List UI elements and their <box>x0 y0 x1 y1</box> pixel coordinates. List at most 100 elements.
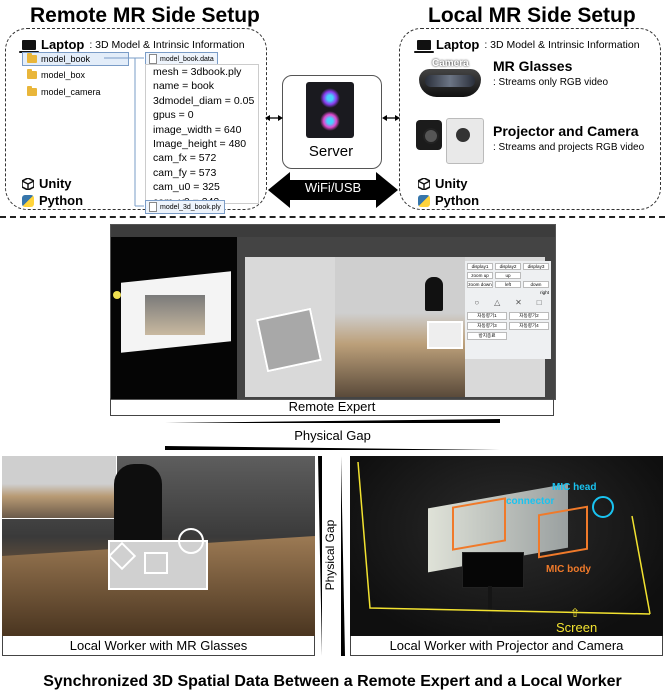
param-line: cam_fy = 573 <box>153 166 217 179</box>
python-icon <box>418 194 430 207</box>
param-box <box>145 64 259 204</box>
square-icon[interactable]: □ <box>536 298 542 307</box>
mic-body-label: MIC body <box>546 564 591 575</box>
mr-glasses-image <box>415 55 485 105</box>
ctrl-button[interactable]: display3 <box>523 263 549 270</box>
book-object <box>427 321 463 349</box>
local-laptop-label: Laptop <box>436 37 480 52</box>
ctrl-label[interactable]: 자동향기4 <box>509 322 549 330</box>
ctrl-button[interactable]: left <box>495 281 521 288</box>
param-line: gpus = 0 <box>153 109 194 122</box>
ctrl-label[interactable]: 자동향기2 <box>509 312 549 320</box>
mic-head-label: MIC head <box>552 482 597 493</box>
control-panel: display1 display2 display3 zoom up up . … <box>465 261 551 359</box>
gap-bar-top <box>165 419 500 423</box>
python-line: Python <box>418 193 479 208</box>
physical-gap-horizontal: Physical Gap <box>294 428 371 443</box>
ctrl-button[interactable]: display2 <box>495 263 521 270</box>
section-divider <box>0 216 665 218</box>
sun-icon <box>113 291 121 299</box>
connector-label: connector <box>506 496 555 507</box>
game-view: display1 display2 display3 zoom up up . … <box>237 237 555 399</box>
remote-expert-caption: Remote Expert <box>110 398 554 416</box>
folder-connector-lines <box>104 57 144 207</box>
remote-laptop-label: Laptop <box>41 37 85 52</box>
projector-desc: : Streams and projects RGB video <box>493 142 645 153</box>
arrow-up-icon: ⇧ <box>570 606 581 620</box>
screen-label: Screen <box>556 620 598 635</box>
folder-name: model_box <box>41 70 86 80</box>
square-marker <box>144 552 168 574</box>
screen-outline <box>357 461 651 615</box>
folder-item[interactable]: model_camera <box>27 86 101 97</box>
person-figure <box>425 277 443 311</box>
ctrl-button[interactable]: zoom down <box>467 281 493 288</box>
file-tag-data[interactable]: model_book.data <box>145 52 218 66</box>
ctrl-button[interactable]: down <box>523 281 549 288</box>
local-setup-title: Local MR Side Setup <box>428 4 636 27</box>
gap-bar-bottom <box>165 446 500 450</box>
folder-icon <box>27 53 37 63</box>
param-line: image_width = 640 <box>153 123 242 136</box>
param-line: name = book <box>153 80 215 93</box>
ctrl-button[interactable]: right <box>540 290 549 295</box>
laptop-icon <box>414 39 434 53</box>
fan-icon <box>320 88 340 108</box>
python-line: Python <box>22 193 83 208</box>
param-line: 3dmodel_diam = 0.05 <box>153 94 255 107</box>
file-name: model_book.data <box>160 55 214 63</box>
gap-vbar-left <box>318 456 322 656</box>
local-setup-panel <box>399 28 661 210</box>
server-side-arrows <box>265 115 400 121</box>
unity-icon <box>418 177 430 190</box>
param-line: Image_height = 480 <box>153 138 247 151</box>
folder-item[interactable]: model_book <box>22 52 130 66</box>
triangle-icon[interactable]: △ <box>494 298 501 307</box>
remote-laptop-line: Laptop : 3D Model & Intrinsic Informatio… <box>19 37 245 53</box>
folder-item[interactable]: model_box <box>27 69 86 80</box>
folder-name: model_camera <box>41 87 101 97</box>
local-laptop-desc: : 3D Model & Intrinsic Information <box>484 38 640 51</box>
wifi-usb-arrow <box>268 172 398 208</box>
local-laptop-line: Laptop : 3D Model & Intrinsic Informatio… <box>414 37 640 53</box>
file-name: model_3d_book.ply <box>160 203 221 211</box>
remote-laptop-desc: : 3D Model & Intrinsic Information <box>89 38 245 51</box>
glasses-desc: : Streams only RGB video <box>493 77 609 88</box>
local-projector-photo: MIC head connector MIC body Screen ⇧ <box>350 456 663 636</box>
wifi-usb-label: WiFi/USB <box>304 180 362 195</box>
param-line: cam_u0 = 325 <box>153 181 220 194</box>
circle-icon[interactable]: ○ <box>474 298 480 307</box>
unity-line: Unity <box>22 176 83 191</box>
folder-list: model_book model_box model_camera <box>22 52 138 112</box>
projector-camera-image <box>414 114 486 166</box>
ctrl-label[interactable]: 자동향기3 <box>467 322 507 330</box>
ctrl-button[interactable]: zoom up <box>467 272 493 279</box>
param-list: mesh = 3dbook.ply name = book 3dmodel_di… <box>153 65 254 209</box>
projector-title: Projector and Camera <box>493 123 639 139</box>
unity-icon <box>22 177 34 190</box>
ctrl-button[interactable]: display1 <box>467 263 493 270</box>
mic-head-circle <box>592 496 614 518</box>
inset-view <box>2 456 117 519</box>
gap-vbar-right <box>341 456 345 656</box>
projector-device <box>462 552 524 588</box>
local-glasses-photo <box>2 456 315 636</box>
remote-expert-screen: display1 display2 display3 zoom up up . … <box>110 224 556 400</box>
param-line: cam_fx = 572 <box>153 152 217 165</box>
ctrl-label[interactable]: 방지종료 <box>467 332 507 340</box>
camera-tag: Camera <box>432 58 469 69</box>
laptop-icon <box>19 39 39 53</box>
person-figure <box>114 464 162 544</box>
unity-line: Unity <box>418 176 479 191</box>
unity-label: Unity <box>435 176 468 191</box>
tripod <box>488 586 492 630</box>
physical-gap-vertical: Physical Gap <box>323 519 337 591</box>
folder-icon <box>27 69 37 79</box>
local-glasses-caption: Local Worker with MR Glasses <box>2 636 315 656</box>
ctrl-button[interactable]: up <box>495 272 521 279</box>
file-icon <box>149 202 157 212</box>
cross-icon[interactable]: ✕ <box>515 298 522 307</box>
file-tag-ply[interactable]: model_3d_book.ply <box>145 200 225 214</box>
ctrl-label[interactable]: 자동향기1 <box>467 312 507 320</box>
python-label: Python <box>435 193 480 208</box>
